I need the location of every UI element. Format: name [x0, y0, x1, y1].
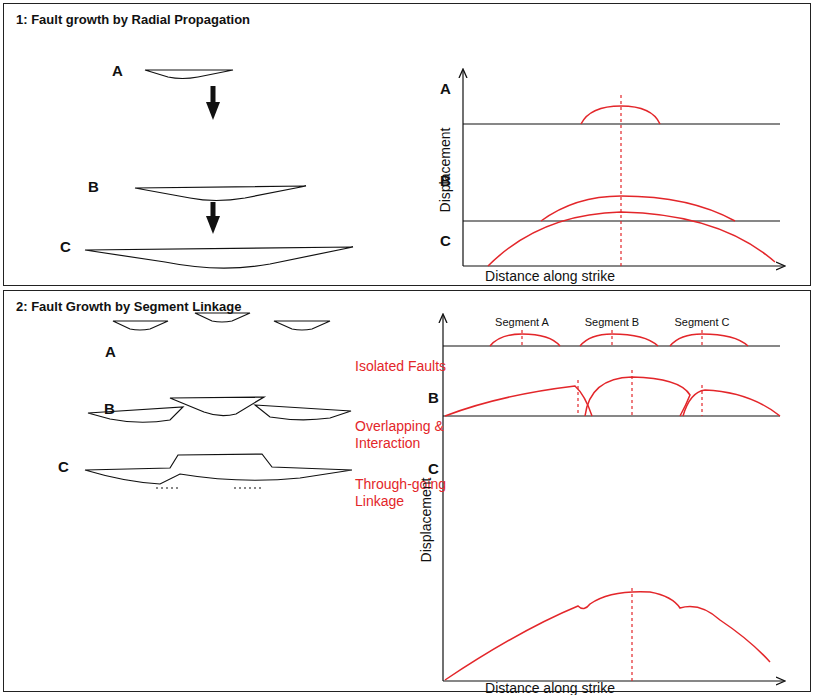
stage-description: Overlapping & Interaction — [355, 418, 475, 452]
stage-description: Through-going Linkage — [355, 476, 455, 510]
displacement-curve — [488, 95, 775, 266]
axis-title: Displacement — [437, 128, 453, 213]
fault-lens — [85, 313, 352, 484]
displacement-curve — [445, 334, 780, 680]
stage-description: Isolated Faults — [355, 358, 446, 375]
stage-letter: C — [440, 232, 451, 249]
stage-letter: B — [88, 178, 99, 195]
stage-letter: C — [60, 238, 71, 255]
axis-title: Displacement — [418, 478, 434, 563]
panel-frame: 1: Fault growth by Radial Propagation — [3, 3, 811, 286]
stage-letter: C — [58, 458, 69, 475]
stage-letter: B — [428, 389, 439, 406]
segment-label: Segment B — [585, 316, 639, 328]
segment-label: Segment A — [495, 316, 549, 328]
stage-letter: C — [428, 460, 439, 477]
stage-letter: A — [105, 343, 116, 360]
fault-lens — [85, 70, 353, 268]
stage-letter: B — [104, 400, 115, 417]
segment-label: Segment C — [674, 316, 729, 328]
panel-title: 1: Fault growth by Radial Propagation — [16, 12, 250, 27]
growth-arrow — [211, 86, 216, 226]
stage-letter: A — [112, 62, 123, 79]
panel-title: 2: Fault Growth by Segment Linkage — [16, 299, 241, 314]
peak-marker — [522, 330, 702, 681]
chart-axes — [463, 70, 784, 266]
axis-title: Distance along strike — [485, 268, 615, 284]
axis-title: Distance along strike — [485, 680, 615, 695]
chart-axes — [443, 315, 784, 681]
stage-letter: B — [440, 172, 451, 189]
stage-letter: A — [440, 80, 451, 97]
dotted-trace — [156, 487, 262, 488]
